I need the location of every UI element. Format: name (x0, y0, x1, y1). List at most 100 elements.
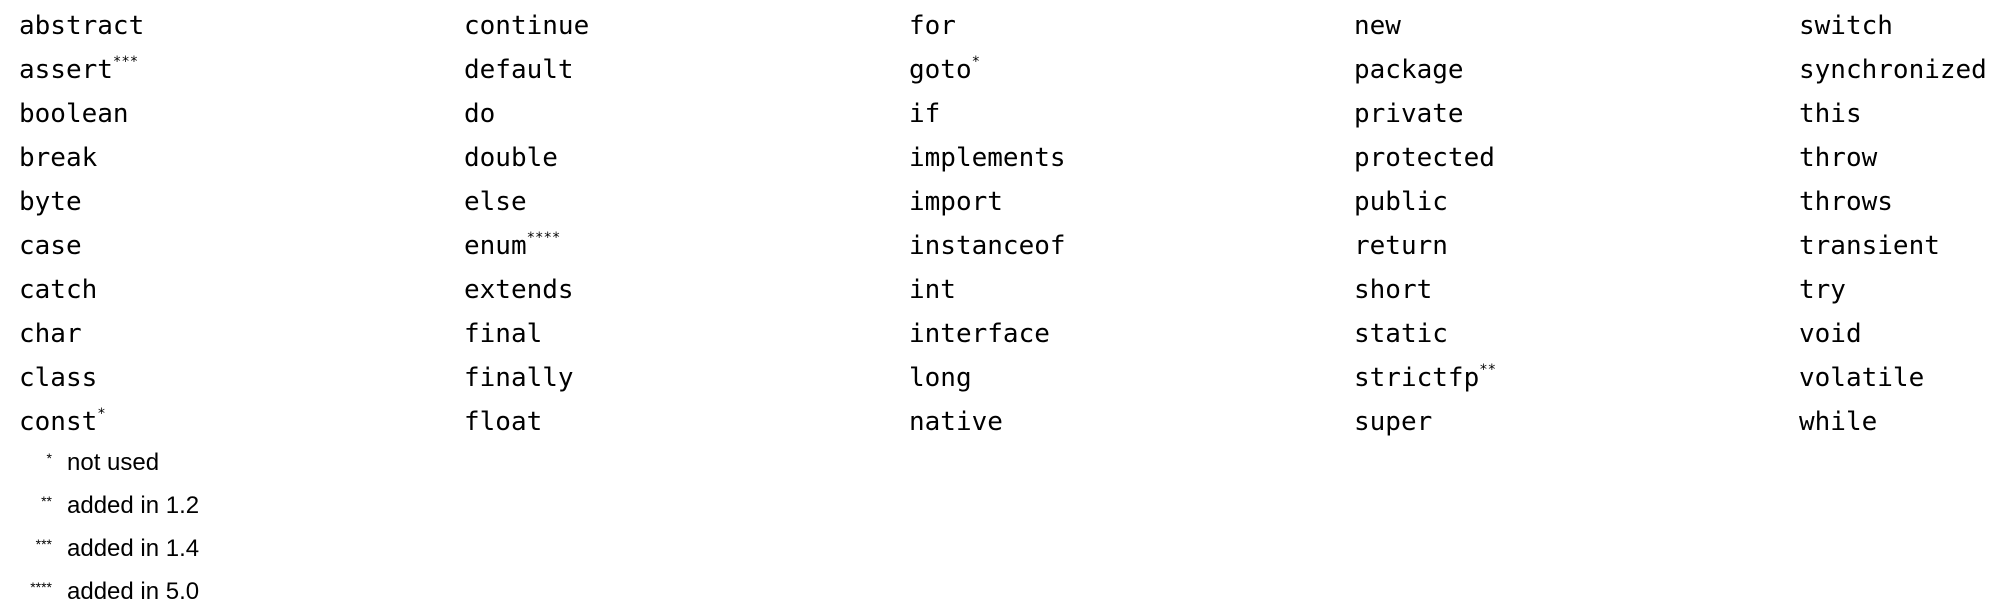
footnote-legend: *not used**added in 1.2***added in 1.4**… (16, 441, 199, 613)
keyword-cell: case (19, 224, 464, 268)
keyword-cell: const* (19, 400, 464, 444)
keyword-cell: import (909, 180, 1354, 224)
keyword-cell: protected (1354, 136, 1799, 180)
keyword-text: strictfp (1354, 363, 1480, 393)
keyword-text: if (909, 99, 941, 129)
keyword-text: byte (19, 187, 82, 217)
keyword-text: switch (1799, 11, 1893, 41)
legend-row: **** added in 5.0 (16, 570, 199, 613)
keyword-text: extends (464, 275, 574, 305)
keyword-text: else (464, 187, 527, 217)
keyword-text: synchronized (1799, 55, 1987, 85)
keyword-text: final (464, 319, 543, 349)
keyword-cell: enum**** (464, 224, 909, 268)
keyword-cell: extends (464, 268, 909, 312)
keyword-text: class (19, 363, 98, 393)
keyword-cell: finally (464, 356, 909, 400)
keyword-text: throws (1799, 187, 1893, 217)
keyword-cell: double (464, 136, 909, 180)
keyword-text: continue (464, 11, 590, 41)
keyword-cell: for (909, 4, 1354, 48)
keyword-text: short (1354, 275, 1433, 305)
keyword-text: new (1354, 11, 1401, 41)
keyword-cell: byte (19, 180, 464, 224)
footnote-marker: * (97, 406, 106, 422)
footnote-marker: * (971, 54, 981, 70)
legend-marker: * (46, 449, 52, 466)
keyword-cell: do (464, 92, 909, 136)
keyword-text: finally (464, 363, 574, 393)
keyword-cell: final (464, 312, 909, 356)
keyword-row: byte else import public throws (19, 180, 1999, 224)
keyword-text: implements (909, 143, 1066, 173)
legend-row: ***added in 1.4 (16, 527, 199, 570)
keyword-cell: synchronized (1799, 48, 1999, 92)
keyword-cell: transient (1799, 224, 1999, 268)
keyword-cell: else (464, 180, 909, 224)
keyword-cell: while (1799, 400, 1999, 444)
keyword-text: instanceof (909, 231, 1066, 261)
keyword-cell: boolean (19, 92, 464, 136)
keyword-cell: long (909, 356, 1354, 400)
keyword-text: goto (909, 55, 972, 85)
keyword-text: this (1799, 99, 1862, 129)
keyword-cell: try (1799, 268, 1999, 312)
keyword-text: for (909, 11, 956, 41)
keyword-cell: goto* (909, 48, 1354, 92)
keyword-row: char final interface static void (19, 312, 1999, 356)
keyword-text: native (909, 407, 1003, 437)
keyword-text: boolean (19, 99, 129, 129)
keyword-text: const (19, 407, 98, 437)
keyword-cell: public (1354, 180, 1799, 224)
keyword-cell: assert*** (19, 48, 464, 92)
keyword-text: interface (909, 319, 1050, 349)
keyword-cell: throw (1799, 136, 1999, 180)
keyword-text: void (1799, 319, 1862, 349)
legend-row: ** added in 1.2 (16, 484, 199, 527)
keyword-text: double (464, 143, 558, 173)
keyword-cell: catch (19, 268, 464, 312)
legend-text: not used (67, 448, 160, 476)
keyword-text: public (1354, 187, 1448, 217)
footnote-marker: **** (526, 230, 561, 246)
keyword-cell: private (1354, 92, 1799, 136)
keyword-text: try (1799, 275, 1846, 305)
keyword-row: abstract continue for new switch (19, 4, 1999, 48)
keyword-cell: short (1354, 268, 1799, 312)
keywords-table-body: abstract continue for new switch assert***def… (19, 4, 1999, 444)
keywords-table: abstract continue for new switch assert***def… (19, 4, 1999, 444)
footnote-marker: ** (1479, 362, 1497, 378)
keyword-text: float (464, 407, 543, 437)
keyword-text: enum (464, 231, 527, 261)
legend-text: added in 1.4 (67, 534, 200, 562)
keyword-cell: float (464, 400, 909, 444)
legend-marker: ** (41, 492, 52, 509)
keyword-cell: interface (909, 312, 1354, 356)
keyword-text: case (19, 231, 82, 261)
keyword-text: protected (1354, 143, 1495, 173)
keyword-text: return (1354, 231, 1448, 261)
legend-text: added in 1.2 (67, 491, 200, 519)
legend-marker: **** (30, 578, 52, 595)
keyword-text: do (464, 99, 496, 129)
keyword-text: private (1354, 99, 1464, 129)
keyword-cell: static (1354, 312, 1799, 356)
keyword-text: static (1354, 319, 1448, 349)
keyword-text: catch (19, 275, 98, 305)
legend-text: added in 5.0 (67, 577, 200, 605)
keyword-cell: super (1354, 400, 1799, 444)
keyword-cell: char (19, 312, 464, 356)
keyword-text: long (909, 363, 972, 393)
legend-row: * not used (16, 441, 199, 484)
keyword-cell: int (909, 268, 1354, 312)
keyword-cell: continue (464, 4, 909, 48)
keyword-text: abstract (19, 11, 145, 41)
keyword-cell: implements (909, 136, 1354, 180)
keyword-text: char (19, 319, 82, 349)
keyword-text: import (909, 187, 1003, 217)
keyword-cell: default (464, 48, 909, 92)
